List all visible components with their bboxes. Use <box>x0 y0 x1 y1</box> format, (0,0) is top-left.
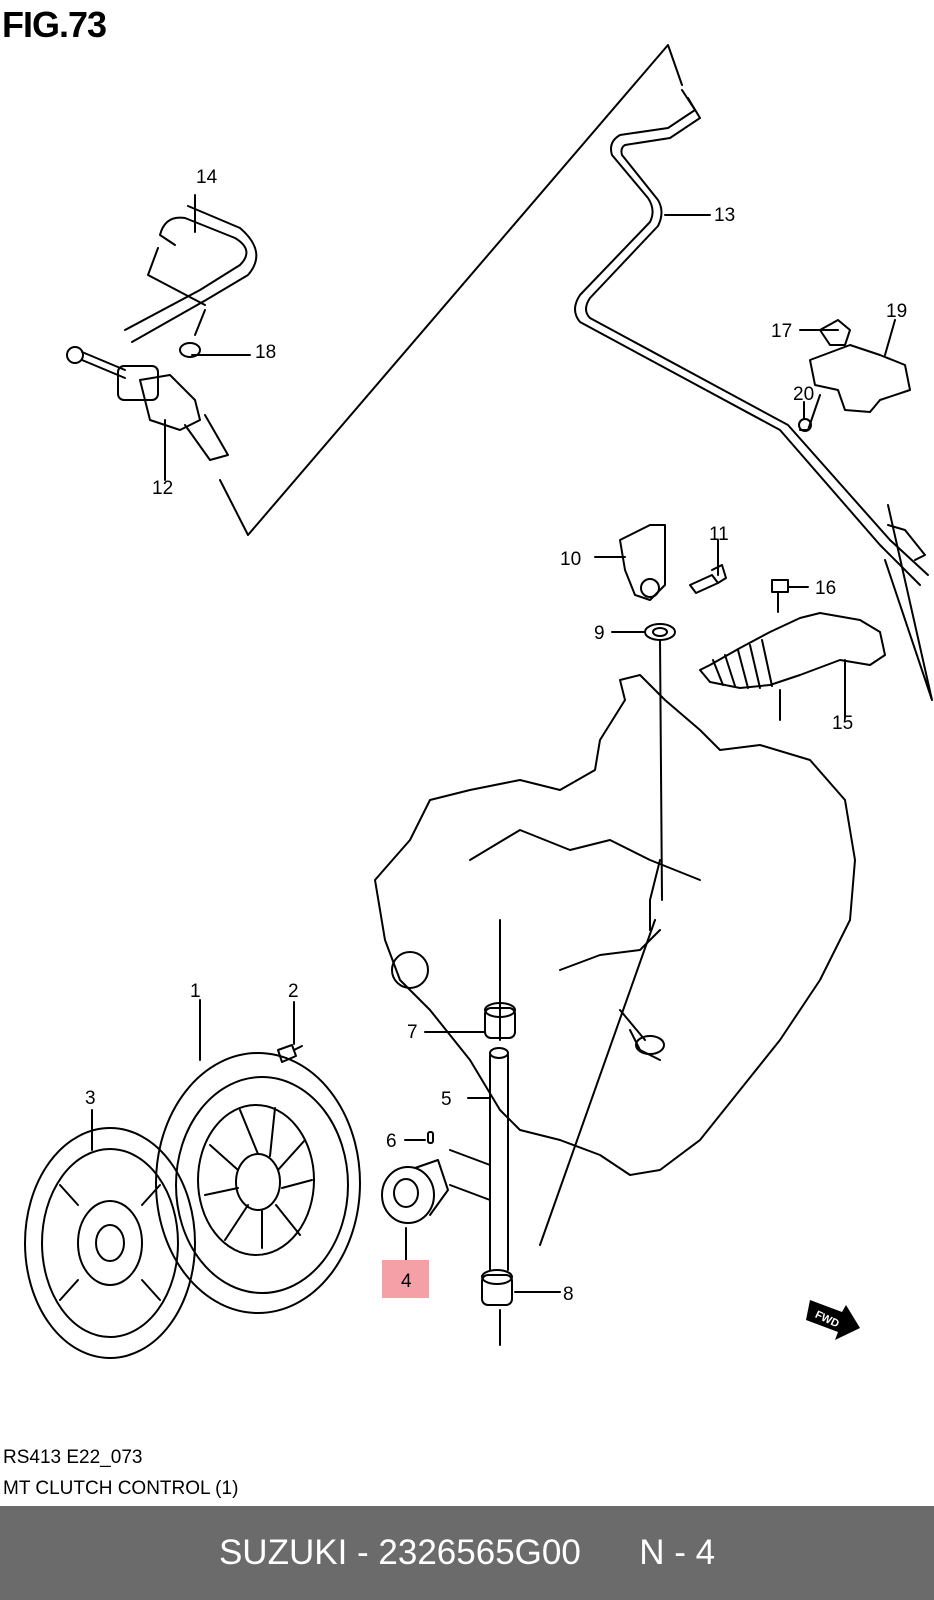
callout-18[interactable]: 18 <box>255 342 276 363</box>
callout-1[interactable]: 1 <box>190 981 201 1002</box>
callout-17[interactable]: 17 <box>771 321 792 342</box>
part-footer: SUZUKI - 2326565G00 N - 4 <box>0 1506 934 1600</box>
clutch-cover-1 <box>155 1052 361 1314</box>
diagram-name: MT CLUTCH CONTROL (1) <box>3 1478 239 1499</box>
pipe-13 <box>574 89 921 586</box>
fwd-arrow-icon: FWD <box>806 1300 860 1340</box>
footer-brand-part: SUZUKI - 2326565G00 <box>218 1533 581 1572</box>
callout-14[interactable]: 14 <box>196 167 218 188</box>
callout-16[interactable]: 16 <box>815 578 836 599</box>
callout-13[interactable]: 13 <box>714 205 735 226</box>
hose-14 <box>124 216 248 331</box>
callout-2[interactable]: 2 <box>288 981 299 1002</box>
callout-6[interactable]: 6 <box>386 1131 397 1152</box>
diagram-code: RS413 E22_073 <box>3 1447 143 1468</box>
callout-8[interactable]: 8 <box>563 1284 574 1305</box>
callout-4-highlight <box>382 1260 429 1298</box>
callout-10[interactable]: 10 <box>560 549 581 570</box>
callout-12[interactable]: 12 <box>152 478 173 499</box>
callout-19[interactable]: 19 <box>886 301 907 322</box>
footer-ref: N - 4 <box>639 1533 716 1572</box>
callout-4[interactable]: 4 <box>401 1271 412 1292</box>
callout-15[interactable]: 15 <box>832 713 853 734</box>
callout-11[interactable]: 11 <box>709 524 729 545</box>
callout-7[interactable]: 7 <box>407 1022 418 1043</box>
callout-20[interactable]: 20 <box>793 384 814 405</box>
figure-title: FIG.73 <box>2 4 107 45</box>
callout-9[interactable]: 9 <box>594 623 605 644</box>
transmission-case <box>374 674 856 1176</box>
clutch-disc-3 <box>24 1127 196 1359</box>
clutch-control-diagram: FWD 1 2 3 4 5 6 7 8 9 10 11 12 13 14 15 … <box>24 44 933 1359</box>
guide-line-12-13 <box>219 44 683 536</box>
callout-3[interactable]: 3 <box>85 1088 96 1109</box>
callout-5[interactable]: 5 <box>441 1089 452 1110</box>
